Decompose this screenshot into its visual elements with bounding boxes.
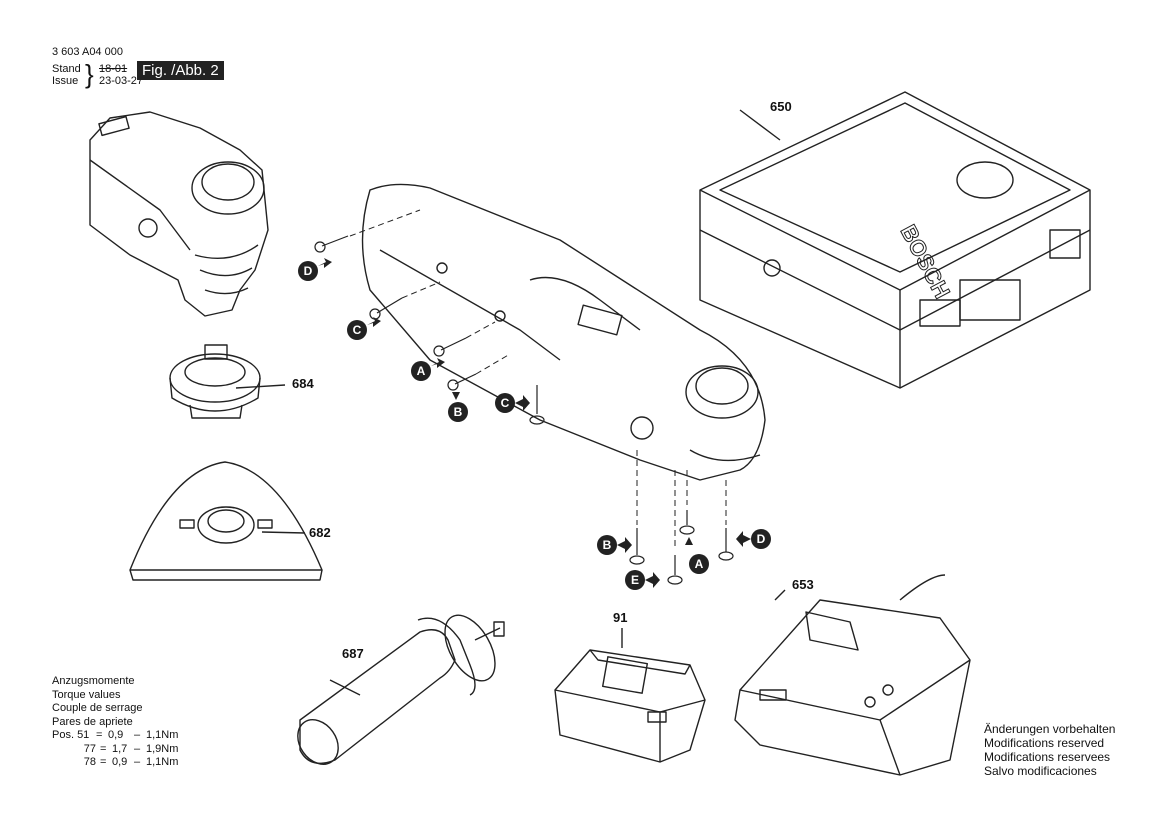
part-number-653: 653: [792, 577, 814, 592]
issue-date: 23-03-27: [99, 75, 144, 87]
modifications-en: Modifications reserved: [984, 736, 1105, 750]
part-number-682: 682: [309, 525, 331, 540]
part-number-684: 684: [292, 376, 314, 391]
modifications-de: Änderungen vorbehalten: [984, 722, 1116, 736]
part-number-650: 650: [770, 99, 792, 114]
part-650-case-illustration: [699, 91, 1091, 389]
marker-e-bottom: E: [625, 570, 645, 590]
svg-text:D: D: [304, 264, 313, 278]
marker-c-mid: C: [495, 393, 515, 413]
svg-text:B: B: [603, 538, 612, 552]
svg-text:BOSCH: BOSCH: [896, 221, 955, 303]
svg-text:A: A: [417, 364, 426, 378]
torque-title-en: Torque values: [52, 688, 121, 701]
part-number-91: 91: [613, 610, 628, 625]
svg-text:B: B: [454, 405, 463, 419]
figure-label: Fig. /Abb. 2: [137, 61, 224, 80]
svg-text:C: C: [501, 396, 510, 410]
marker-arrows: [318, 258, 751, 588]
tool-head-illustration: [89, 111, 269, 317]
stand-label: Stand: [52, 63, 81, 75]
torque-title-de: Anzugsmomente: [52, 675, 135, 687]
tool-body-illustration: [361, 183, 766, 481]
marker-a-bottom: A: [689, 554, 709, 574]
torque-table: Anzugsmomente Torque values Couple de se…: [52, 675, 178, 770]
modifications-notice: Änderungen vorbehalten Modifications res…: [984, 722, 1115, 778]
torque-row: 77 = 1,7 – 1,9Nm: [83, 742, 179, 755]
part-684-illustration: [169, 344, 286, 419]
part-number-687: 687: [342, 646, 364, 661]
modifications-fr: Modifications reservees: [984, 750, 1111, 764]
modifications-es: Salvo modificaciones: [984, 764, 1097, 778]
marker-d-top: D: [298, 261, 318, 281]
marker-a-top: A: [411, 361, 431, 381]
marker-b-top: B: [448, 402, 468, 422]
part-687-handle-illustration: [297, 614, 505, 765]
svg-text:A: A: [695, 557, 704, 571]
torque-title-es: Pares de apriete: [52, 715, 133, 728]
part-682-illustration: [129, 461, 323, 581]
part-653-charger-illustration: [734, 574, 971, 776]
torque-row: 78 = 0,9 – 1,1Nm: [83, 756, 179, 768]
old-date: 18-01: [99, 63, 128, 75]
screw-markers: D C A B C B A D E: [298, 261, 771, 590]
brace-glyph: }: [85, 59, 94, 89]
svg-text:C: C: [353, 323, 362, 337]
issue-label: Issue: [52, 75, 79, 87]
document-number: 3 603 A04 000: [52, 46, 123, 58]
torque-title-fr: Couple de serrage: [52, 702, 143, 714]
torque-row: Pos. 51 = 0,9 – 1,1Nm: [52, 729, 179, 741]
screws: [314, 235, 734, 585]
marker-c-top: C: [347, 320, 367, 340]
svg-text:E: E: [631, 573, 639, 587]
marker-d-bottom: D: [751, 529, 771, 549]
marker-b-bottom: B: [597, 535, 617, 555]
part-91-battery-illustration: [554, 628, 706, 763]
svg-text:D: D: [757, 532, 766, 546]
